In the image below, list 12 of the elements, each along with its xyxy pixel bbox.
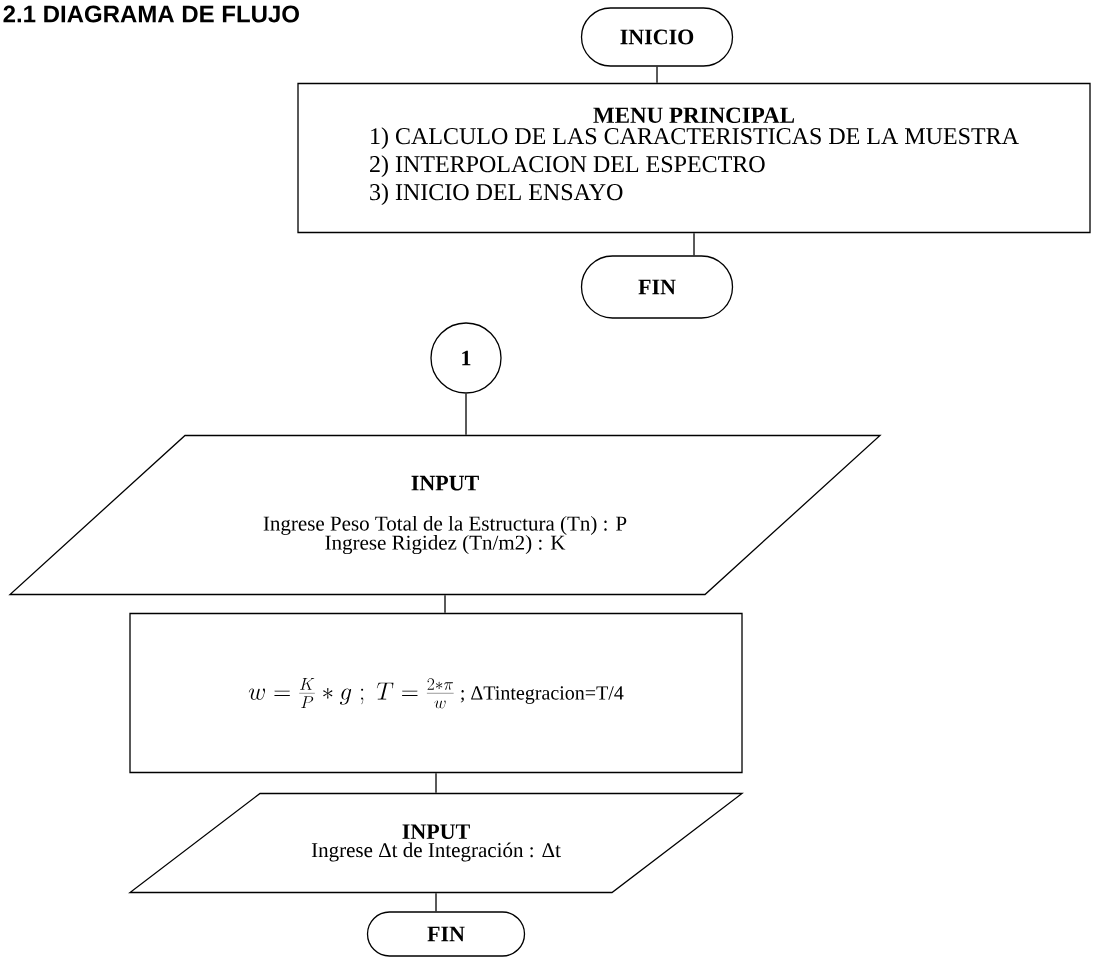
heading: 2.1 DIAGRAMA DE FLUJO xyxy=(3,5,299,23)
connector-line xyxy=(444,594,446,614)
connector-line xyxy=(435,892,437,912)
terminator: INICIO xyxy=(580,7,734,67)
terminator: FIN xyxy=(580,255,734,319)
connector-line xyxy=(435,772,437,794)
connector-line xyxy=(656,65,658,84)
process-box: $w = \frac{K}{P} * g \;;\; T = \frac{2*\pi}{w}$ ; ΔTintegracion=T/4 xyxy=(129,612,743,774)
terminator: FIN xyxy=(366,911,526,957)
connector-line xyxy=(465,393,467,436)
menu-box: MENU PRINCIPAL 1) CALCULO DE LAS CARACTERISTICAS DE LA MUESTRA 2) INTERPOLACION DEL ESPECTRO 3) INICIO DEL ENSAYO xyxy=(297,82,1091,234)
connector-line xyxy=(693,232,695,256)
